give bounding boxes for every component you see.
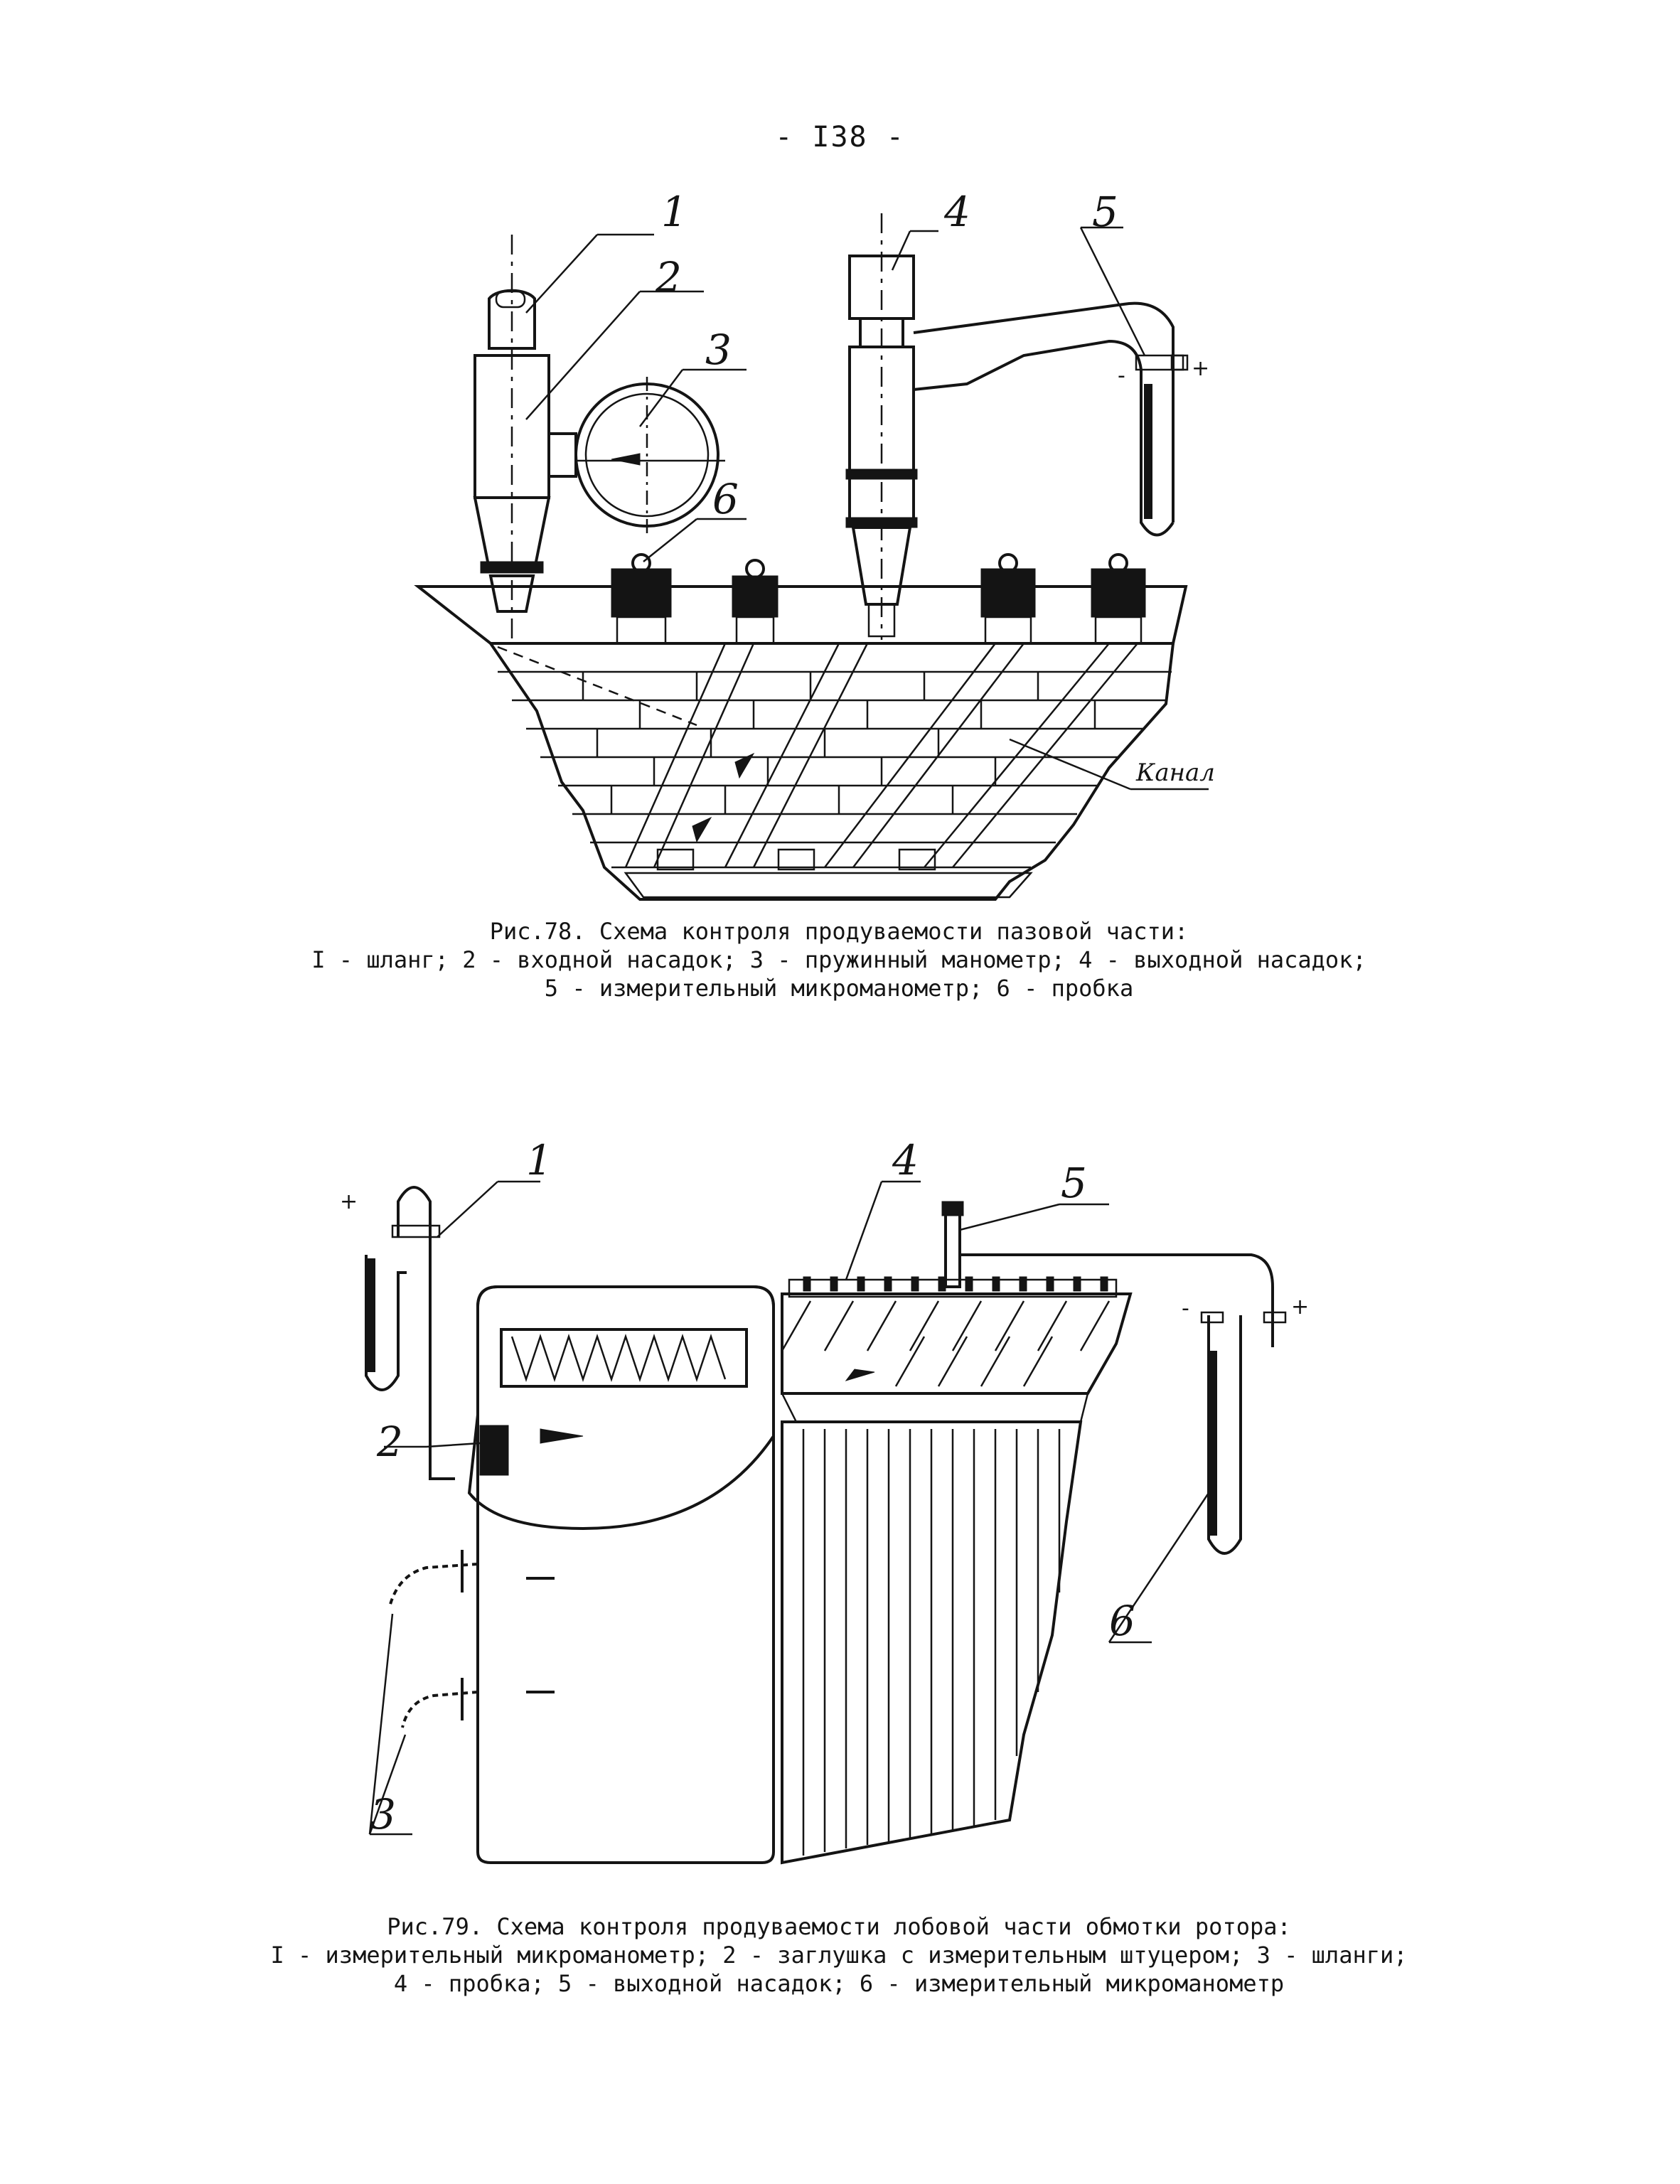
callout-78-1: 1 <box>661 188 687 236</box>
figure-78-caption-line2: 5 - измерительный микроманометр; 6 - про… <box>544 975 1134 1002</box>
figure-78-drawing: 1 2 3 4 5 6 Канал - + <box>414 188 1215 901</box>
polarity-plus-79: + <box>1291 1295 1309 1320</box>
figure-78-caption: Рис.78. Схема контроля продуваемости паз… <box>142 917 1536 1002</box>
hoses <box>388 1550 478 1728</box>
callout-79-3: 3 <box>370 1790 396 1838</box>
plugs-row <box>788 1276 1118 1298</box>
figure-79-caption-title: Рис.79. Схема контроля продуваемости лоб… <box>387 1913 1291 1940</box>
measuring-micromanometer-6 <box>1200 1311 1287 1555</box>
callout-79-1: 1 <box>526 1136 552 1184</box>
end-cap-housing <box>467 1285 775 1864</box>
callout-78-6: 6 <box>712 475 739 523</box>
polarity-minus-79: - <box>1182 1296 1189 1321</box>
polarity-mark-left-79: + <box>340 1189 358 1214</box>
inlet-nozzle <box>473 235 577 640</box>
plugs <box>611 553 1146 645</box>
callout-79-4: 4 <box>892 1136 919 1184</box>
rotor-body <box>488 642 1175 901</box>
figure-78-caption-line1: I - шланг; 2 - входной насадок; 3 - пруж… <box>311 946 1366 973</box>
figure-79-drawing: 1 2 3 4 5 6 - + + <box>340 1136 1309 1865</box>
channel-label: Канал <box>1135 759 1215 787</box>
figure-78-caption-title: Рис.78. Схема контроля продуваемости паз… <box>489 918 1189 945</box>
callout-79-2: 2 <box>376 1418 403 1466</box>
figure-79-caption: Рис.79. Схема контроля продуваемости лоб… <box>142 1912 1536 1998</box>
figure-79-caption-line1: I - измерительный микроманометр; 2 - заг… <box>270 1942 1408 1969</box>
callout-78-3: 3 <box>705 326 732 374</box>
callout-78-4: 4 <box>943 188 970 236</box>
callout-78-5: 5 <box>1092 188 1118 236</box>
figure-79-caption-line2: 4 - пробка; 5 - выходной насадок; 6 - из… <box>393 1970 1285 1997</box>
polarity-plus-78: + <box>1192 356 1209 381</box>
callout-79-5: 5 <box>1061 1159 1087 1207</box>
spring-pressure-gauge <box>574 377 725 533</box>
callout-78-2: 2 <box>655 253 682 301</box>
polarity-minus-78: - <box>1118 363 1125 388</box>
page-number: - I38 - <box>775 121 905 154</box>
outlet-nozzle <box>845 213 918 640</box>
measuring-micromanometer-1 <box>365 1186 455 1480</box>
measuring-micromanometer-5 <box>913 301 1189 537</box>
rotor-winding-end <box>780 1292 1133 1865</box>
slot-wedge-plate <box>414 585 1188 645</box>
callout-79-6: 6 <box>1109 1597 1135 1645</box>
outlet-nozzle-5 <box>941 1201 1274 1315</box>
